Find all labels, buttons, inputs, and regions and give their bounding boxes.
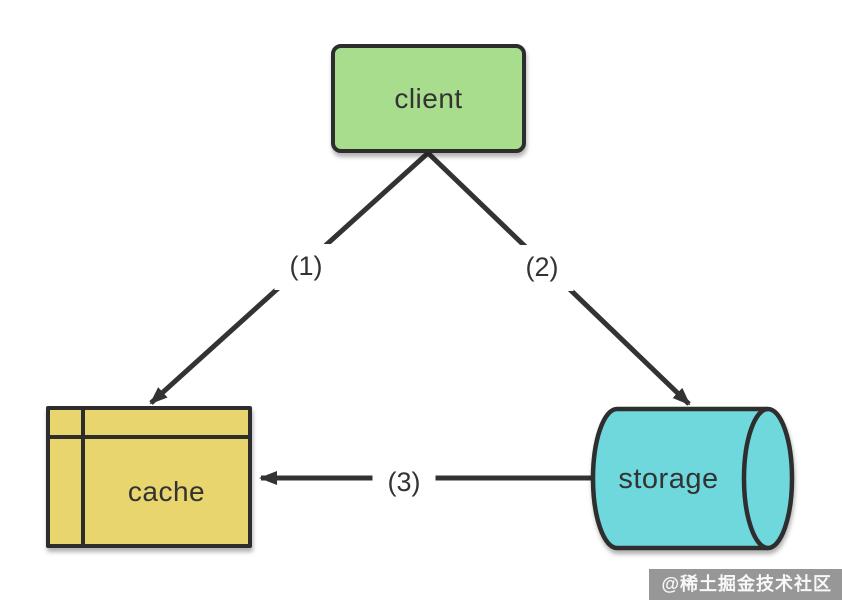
juejin-watermark: @稀土掘金技术社区 xyxy=(649,569,842,600)
cache-vertical-divider xyxy=(81,410,85,544)
edge-label-3: (3) xyxy=(372,460,436,506)
storage-cylinder-cap-line xyxy=(741,406,769,551)
storage-node-shape xyxy=(590,406,795,551)
edge-label-1: (1) xyxy=(274,244,338,290)
storage-node-label: storage xyxy=(618,462,719,495)
client-node: client xyxy=(331,44,526,153)
cache-node: cache xyxy=(46,406,252,548)
storage-node: storage xyxy=(593,410,744,548)
cache-node-label: cache xyxy=(127,475,206,507)
edge-label-2: (2) xyxy=(510,245,574,291)
cache-horizontal-divider xyxy=(50,435,248,439)
client-node-label: client xyxy=(394,82,463,114)
